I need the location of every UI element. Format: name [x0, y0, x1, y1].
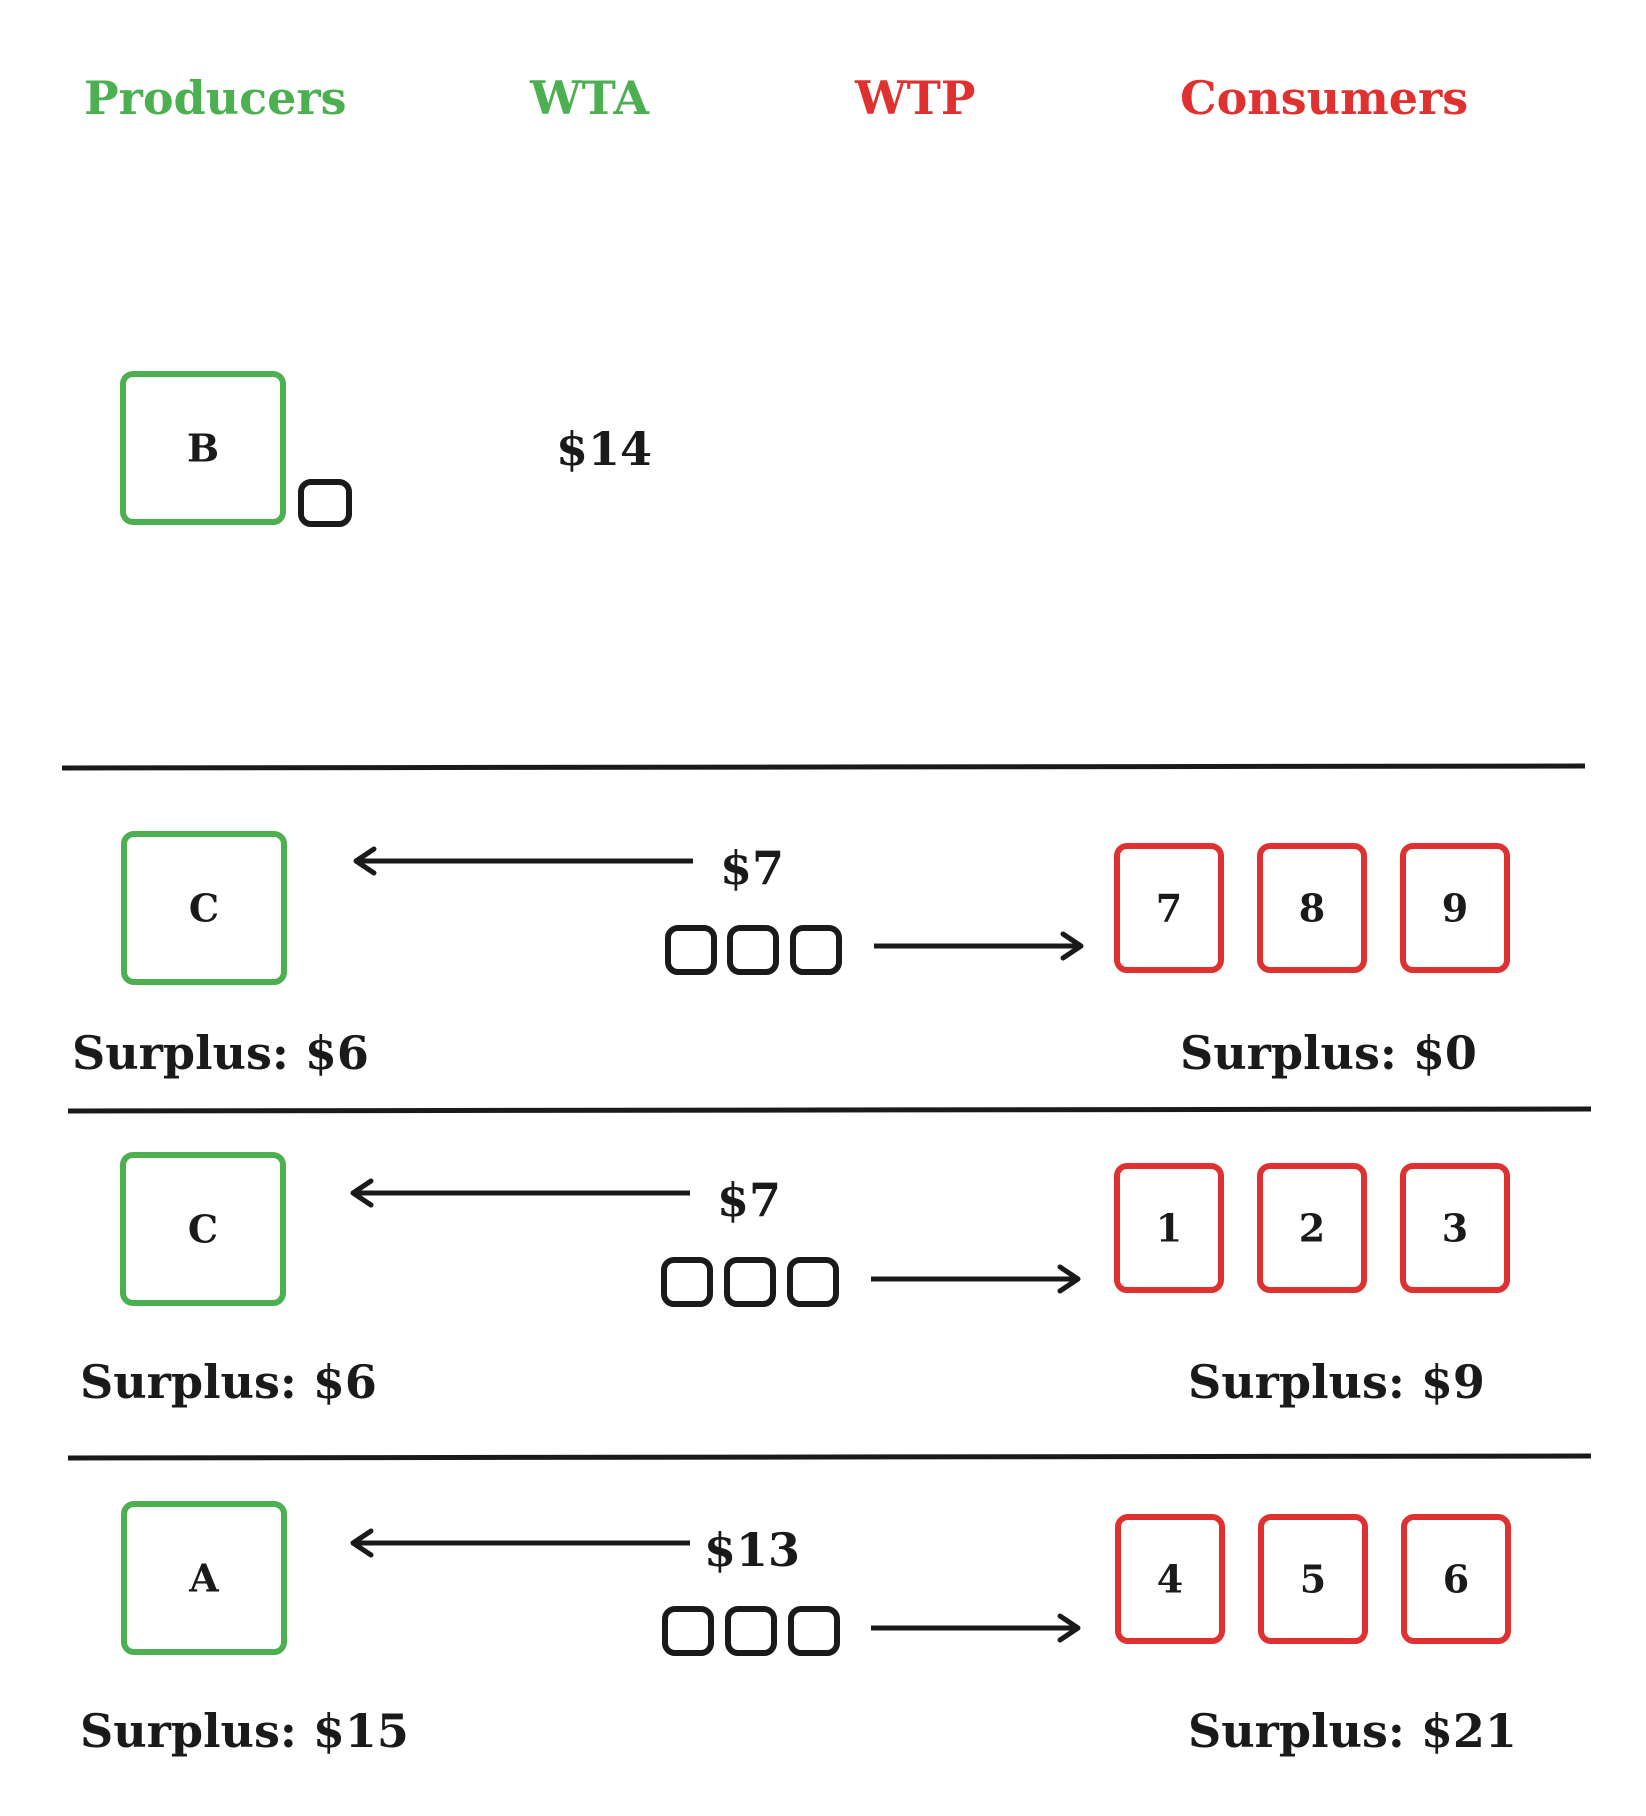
- wta-value: $14: [556, 422, 652, 476]
- good-unit: [661, 1257, 713, 1307]
- trade-price: $13: [704, 1523, 800, 1577]
- producer-box: [120, 371, 286, 525]
- consumer-box: [1114, 1163, 1224, 1293]
- wta-header: WTA: [529, 71, 650, 125]
- consumer-label: 5: [1300, 1557, 1326, 1602]
- producers-header: Producers: [84, 71, 347, 125]
- trade-price: $7: [720, 841, 784, 895]
- consumer-label: 9: [1442, 886, 1468, 931]
- arrow-head: [350, 1178, 374, 1208]
- good-unit: [787, 1257, 839, 1307]
- consumer-surplus: Surplus: $9: [1188, 1355, 1485, 1409]
- consumer-box: [1257, 843, 1367, 973]
- trade-row: A $13 4 5 6 Surplus: $15 Surplus: $21: [80, 1501, 1517, 1758]
- producer-label: B: [187, 426, 219, 471]
- consumer-box: [1115, 1514, 1225, 1644]
- divider-line: [67, 1106, 1592, 1114]
- good-unit: [727, 925, 779, 975]
- producer-box: [121, 831, 287, 985]
- good-unit: [724, 1257, 776, 1307]
- consumer-label: 3: [1442, 1206, 1468, 1251]
- consumer-box: [1257, 1163, 1367, 1293]
- consumer-label: 2: [1299, 1206, 1325, 1251]
- consumer-surplus: Surplus: $0: [1180, 1026, 1477, 1080]
- producer-surplus: Surplus: $6: [72, 1026, 369, 1080]
- consumer-label: 7: [1156, 886, 1182, 931]
- consumer-label: 8: [1299, 886, 1325, 931]
- good-unit: [790, 925, 842, 975]
- arrow-head: [1060, 931, 1084, 961]
- divider-line: [61, 763, 1586, 771]
- arrow-head: [350, 1528, 374, 1558]
- consumer-label: 6: [1443, 1557, 1469, 1602]
- waiting-producer-group: B $14: [120, 371, 652, 527]
- producer-box: [120, 1152, 286, 1306]
- producer-surplus: Surplus: $15: [80, 1704, 409, 1758]
- wtp-header: WTP: [854, 71, 975, 125]
- consumer-label: 4: [1157, 1557, 1183, 1602]
- trade-row: C $7 1 2 3 Surplus: $6 Surplus: $9: [80, 1152, 1510, 1409]
- good-unit: [788, 1606, 840, 1656]
- consumers-header: Consumers: [1180, 71, 1468, 125]
- good-unit: [298, 479, 352, 527]
- producer-surplus: Surplus: $6: [80, 1355, 377, 1409]
- divider-line: [67, 1453, 1592, 1461]
- consumer-box: [1114, 843, 1224, 973]
- consumer-box: [1258, 1514, 1368, 1644]
- producer-label: C: [189, 886, 219, 931]
- good-unit: [725, 1606, 777, 1656]
- consumer-box: [1400, 843, 1510, 973]
- producer-label: C: [188, 1207, 218, 1252]
- consumer-box: [1401, 1514, 1511, 1644]
- arrow-head: [353, 846, 377, 876]
- consumer-box: [1400, 1163, 1510, 1293]
- arrow-head: [1057, 1613, 1081, 1643]
- trade-price: $7: [717, 1173, 781, 1227]
- good-unit: [662, 1606, 714, 1656]
- arrow-head: [1057, 1264, 1081, 1294]
- producer-label: A: [188, 1556, 219, 1601]
- good-unit: [665, 925, 717, 975]
- consumer-surplus: Surplus: $21: [1188, 1704, 1517, 1758]
- producer-box: [121, 1501, 287, 1655]
- trade-row: C $7 7 8 9 Surplus: $6 Surplus: $0: [72, 831, 1510, 1080]
- consumer-label: 1: [1156, 1206, 1182, 1251]
